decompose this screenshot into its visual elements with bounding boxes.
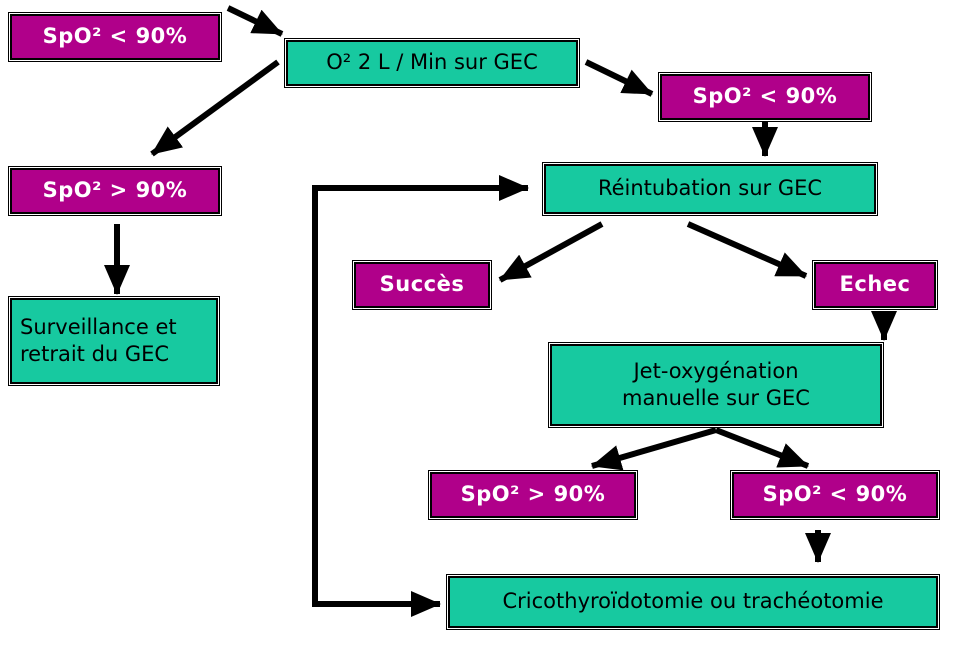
arrow-reintubation-to-echec	[686, 221, 808, 279]
arrow-o2-to-spo2-high	[150, 59, 280, 157]
arrow-reintubation-to-succes	[498, 221, 604, 283]
node-o2-gec: O² 2 L / Min sur GEC	[284, 38, 580, 88]
node-spo2-high-after-jet-label: SpO² > 90%	[460, 482, 606, 507]
node-reintubation-label: Réintubation sur GEC	[597, 176, 823, 201]
node-spo2-high-after-o2: SpO² > 90%	[8, 166, 222, 216]
node-jet-oxygenation-label: Jet-oxygénation manuelle sur GEC	[622, 358, 810, 410]
node-succes: Succès	[352, 260, 492, 310]
arrow-jet-to-spo2-low	[714, 427, 810, 469]
node-spo2-high-after-jet: SpO² > 90%	[428, 470, 638, 520]
node-crico: Cricothyroïdotomie ou trachéotomie	[446, 574, 940, 630]
node-jet-oxygenation: Jet-oxygénation manuelle sur GEC	[548, 342, 884, 428]
node-reintubation: Réintubation sur GEC	[542, 162, 878, 216]
node-spo2-low-start: SpO² < 90%	[8, 12, 222, 62]
node-spo2-low-start-label: SpO² < 90%	[42, 24, 188, 49]
node-surveillance: Surveillance et retrait du GEC	[8, 296, 220, 386]
arrow-spo2-to-o2	[226, 5, 284, 37]
node-spo2-high-after-o2-label: SpO² > 90%	[42, 178, 188, 203]
node-spo2-low-after-jet-label: SpO² < 90%	[762, 482, 908, 507]
node-crico-label: Cricothyroïdotomie ou trachéotomie	[502, 589, 884, 614]
node-succes-label: Succès	[379, 272, 465, 297]
arrow-o2-to-spo2-low	[584, 59, 654, 97]
node-spo2-low-after-o2: SpO² < 90%	[658, 72, 872, 122]
node-spo2-low-after-o2-label: SpO² < 90%	[692, 84, 838, 109]
node-o2-gec-label: O² 2 L / Min sur GEC	[326, 50, 538, 75]
node-echec: Echec	[812, 260, 938, 310]
arrow-jet-to-spo2-high	[591, 427, 717, 471]
node-spo2-low-after-jet: SpO² < 90%	[730, 470, 940, 520]
node-echec-label: Echec	[839, 272, 911, 297]
node-surveillance-label: Surveillance et retrait du GEC	[20, 314, 177, 366]
